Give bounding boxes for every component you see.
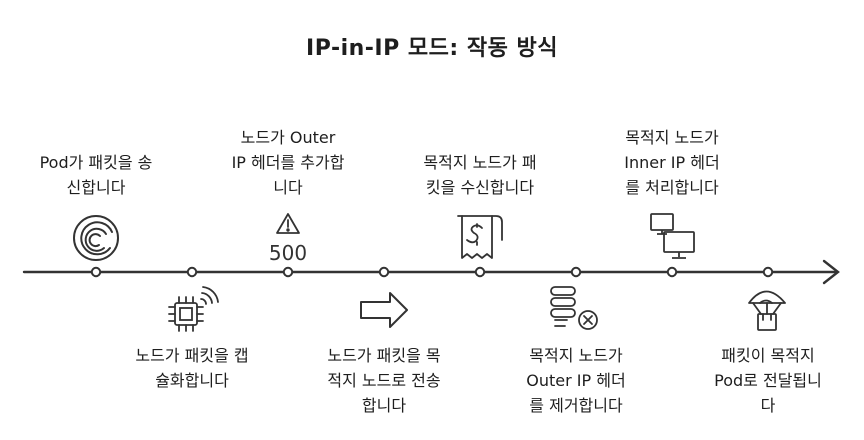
timeline-node-1 [90, 266, 102, 278]
step-label-line: 합니다 [361, 396, 407, 415]
step-label-line: 패킷이 목적지 [721, 346, 815, 365]
step-label-line: 다 [760, 396, 776, 415]
step-label-line: 를 처리합니다 [625, 178, 719, 197]
step-label-line: 노드가 패킷을 캡 [135, 346, 249, 365]
diagram-title: IP-in-IP 모드: 작동 방식 [306, 36, 558, 61]
timeline-node-8 [762, 266, 774, 278]
step-label-line: Pod가 패킷을 송 [39, 153, 153, 172]
step-label-line: Outer IP 헤더 [526, 371, 626, 390]
step-label-line: 킷을 수신합니다 [425, 178, 535, 197]
chip-wireless-icon [168, 286, 219, 332]
concentric-circles-icon [73, 215, 119, 261]
timeline-node-2 [186, 266, 198, 278]
step-label-line: Inner IP 헤더 [624, 153, 720, 172]
warning-500-icon: 500 [269, 213, 307, 265]
step-label-line: 목적지 노드가 [529, 346, 623, 365]
timeline-axis [22, 259, 840, 285]
receipt-dollar-icon [457, 215, 503, 259]
step-label-line: 니다 [273, 178, 303, 197]
server-remove-icon [550, 286, 598, 330]
timeline-node-4 [378, 266, 390, 278]
step-label-line: 적지 노드로 전송 [327, 371, 441, 390]
step-label-line: 를 제거합니다 [529, 396, 623, 415]
timeline-node-7 [666, 266, 678, 278]
step-label-line: 슐화합니다 [155, 371, 229, 390]
step-label-line: 노드가 Outer [240, 128, 336, 147]
step-label-line: 신합니다 [66, 178, 126, 197]
monitors-icon [650, 213, 695, 259]
parachute-box-icon [748, 290, 786, 331]
timeline-node-5 [474, 266, 486, 278]
arrow-right-icon [360, 292, 408, 328]
step-label-line: 노드가 패킷을 목 [327, 346, 441, 365]
step-label-line: 목적지 노드가 패 [423, 153, 537, 172]
timeline-node-3 [282, 266, 294, 278]
step-label-line: IP 헤더를 추가합 [231, 153, 345, 172]
timeline-node-6 [570, 266, 582, 278]
step-label-line: Pod로 전달됩니 [714, 371, 822, 390]
step-label-line: 목적지 노드가 [625, 128, 719, 147]
error-code-text: 500 [269, 241, 307, 265]
